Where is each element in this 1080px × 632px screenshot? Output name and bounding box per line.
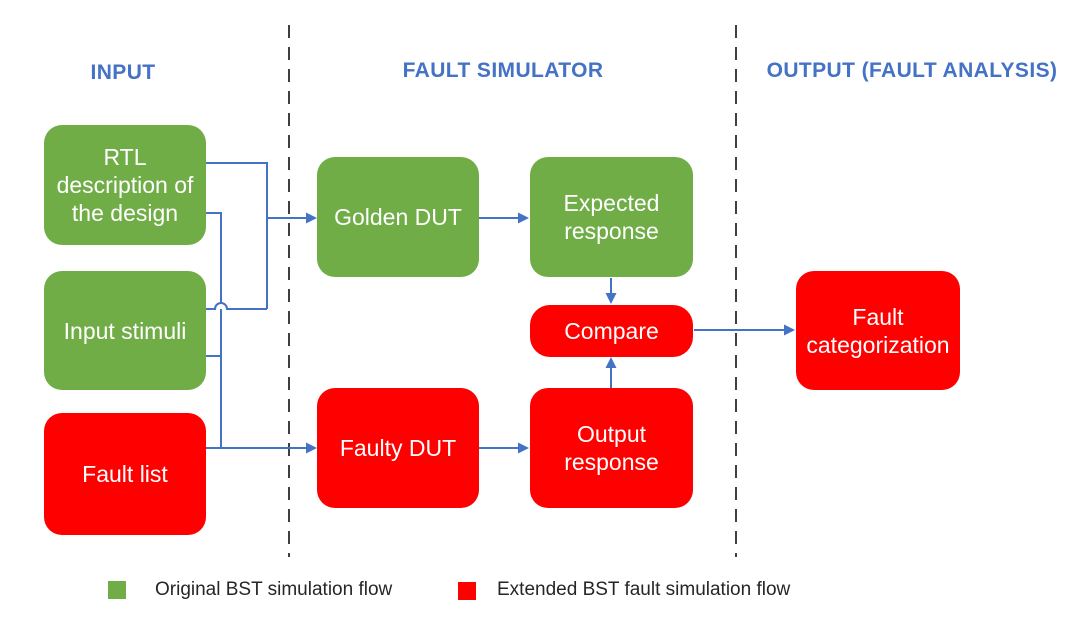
node-compare: Compare bbox=[530, 305, 693, 357]
connector-rtl-to-faulty-trunk bbox=[206, 212, 222, 448]
node-input-stimuli: Input stimuli bbox=[44, 271, 206, 390]
node-output-response: Output response bbox=[530, 388, 693, 508]
node-golden-dut: Golden DUT bbox=[317, 157, 479, 277]
section-header-fault-simulator: FAULT SIMULATOR bbox=[402, 59, 604, 82]
arrowhead-faulty-dut bbox=[306, 442, 317, 454]
arrowhead-fault-categorization bbox=[784, 324, 795, 336]
arrowhead-compare-bottom bbox=[605, 357, 617, 368]
node-faulty-dut: Faulty DUT bbox=[317, 388, 479, 508]
connector-rtl-to-golden-trunk bbox=[206, 162, 268, 309]
node-expected-response: Expected response bbox=[530, 157, 693, 277]
arrowhead-compare-top bbox=[605, 293, 617, 304]
section-header-output-fault-analysis: OUTPUT (FAULT ANALYSIS) bbox=[766, 59, 1058, 82]
legend-swatch-original-flow bbox=[108, 581, 126, 599]
arrowhead-output-response bbox=[518, 442, 529, 454]
arrowhead-golden-dut bbox=[306, 212, 317, 224]
node-fault-list: Fault list bbox=[44, 413, 206, 535]
legend-swatch-extended-flow bbox=[458, 582, 476, 600]
legend-label-original-flow: Original BST simulation flow bbox=[155, 579, 393, 600]
node-rtl-description: RTL description of the design bbox=[44, 125, 206, 245]
legend-label-extended-flow: Extended BST fault simulation flow bbox=[497, 579, 791, 600]
connector-input-stimuli-to-golden-trunk bbox=[206, 302, 267, 310]
section-header-input: INPUT bbox=[90, 61, 156, 84]
node-fault-categorization: Fault categorization bbox=[796, 271, 960, 390]
arrowhead-expected-response bbox=[518, 212, 529, 224]
